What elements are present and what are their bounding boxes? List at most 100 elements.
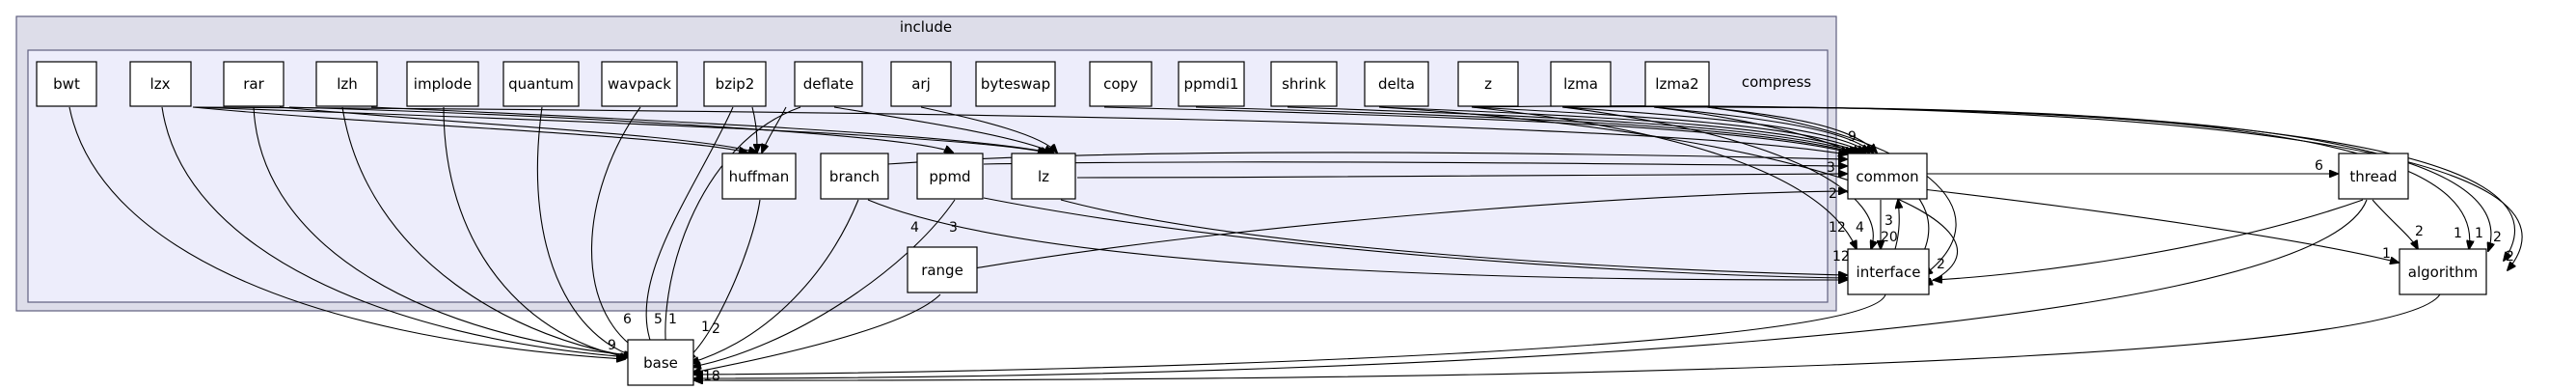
edge-label-base-in-f: 9 [608,338,616,353]
node-delta[interactable]: delta [1364,61,1429,107]
node-wavpack[interactable]: wavpack [601,61,678,107]
edge-label-base-in-d: 1 [701,320,710,335]
node-range[interactable]: range [907,246,978,293]
edge-label-ppmd-range: 3 [949,220,958,236]
edge-label-algo-in-d: 2 [2506,249,2514,265]
node-bzip2[interactable]: bzip2 [703,61,767,107]
edge-lzx-huffman [192,106,747,153]
node-z[interactable]: z [1457,61,1519,107]
node-rar[interactable]: rar [223,61,285,107]
node-copy[interactable]: copy [1089,61,1152,107]
edge-many-common-f [1471,106,1865,153]
node-bwt[interactable]: bwt [36,61,97,107]
node-arj[interactable]: arj [890,61,952,107]
svg-text:lzma: lzma [1563,75,1598,93]
edge-lzh-lz [370,106,1049,153]
node-lzh[interactable]: lzh [315,61,378,107]
edge-labels: 4 3 3 6 3 20 9 12 2 4 12 2 2 1 1 1 2 2 6… [608,129,2514,384]
node-lzx[interactable]: lzx [129,61,192,107]
edge-branch-interface [867,199,1847,280]
svg-text:thread: thread [2349,168,2397,185]
node-algorithm[interactable]: algorithm [2399,248,2487,295]
edges [68,105,2523,380]
node-ppmdi1[interactable]: ppmdi1 [1178,61,1245,107]
node-byteswap[interactable]: byteswap [975,61,1056,107]
edge-many-interface-d [1706,106,1957,275]
svg-text:branch: branch [829,168,880,185]
node-quantum[interactable]: quantum [502,61,580,107]
edge-bwt-base [68,106,625,359]
edge-many-common-h [1653,106,1873,153]
edge-common-algorithm [1913,187,2399,263]
edge-lzh-base [341,106,638,357]
node-lzma2[interactable]: lzma2 [1644,61,1710,107]
svg-text:quantum: quantum [508,75,574,93]
edge-interface-common [1895,200,1899,250]
edge-label-base-in-g: 18 [703,369,720,384]
node-huffman[interactable]: huffman [721,153,797,200]
svg-text:arj: arj [911,75,931,93]
node-lz[interactable]: lz [1011,153,1076,200]
edge-interface-base [694,293,1886,375]
edge-branch-base [691,199,859,363]
svg-text:interface: interface [1857,264,1921,281]
edge-lz-common [1076,174,1847,179]
cluster-include-label: include [900,18,952,36]
svg-text:shrink: shrink [1282,75,1326,93]
edge-lz-interface [1060,199,1847,275]
node-common[interactable]: common [1847,153,1928,200]
edge-implode-base [443,106,641,359]
edge-label-common-interface: 3 [1885,213,1893,229]
edge-many-common-b [1103,106,1850,153]
svg-text:bwt: bwt [53,75,80,93]
svg-text:delta: delta [1378,75,1415,93]
svg-text:bzip2: bzip2 [716,75,755,93]
svg-text:lzx: lzx [150,75,171,93]
edge-rar-base [253,106,633,355]
node-ppmd[interactable]: ppmd [916,153,984,200]
edge-wavpack-base [591,106,651,357]
svg-text:lzh: lzh [337,75,358,93]
edge-label-common-algorithm: 1 [2382,246,2391,262]
edge-huffman-base [687,199,761,359]
node-lzma[interactable]: lzma [1550,61,1612,107]
edge-label-algo-in-a: 1 [2454,226,2462,241]
node-deflate[interactable]: deflate [794,61,863,107]
edge-label-base-in-c: 1 [668,312,677,327]
edge-label-base-in-e: 2 [712,321,720,337]
node-interface[interactable]: interface [1847,248,1930,295]
svg-text:wavpack: wavpack [608,75,671,93]
edge-label-base-in-a: 6 [623,312,632,327]
edge-label-branch-range: 4 [910,220,919,236]
edge-label-thread-algorithm: 2 [2415,224,2424,239]
edge-lzx-base [161,106,629,357]
svg-text:implode: implode [414,75,472,93]
svg-text:ppmdi1: ppmdi1 [1184,75,1239,93]
node-branch[interactable]: branch [820,153,889,200]
edge-label-base-in-b: 5 [654,312,663,327]
edge-ppmd-base [692,199,956,367]
svg-text:range: range [921,262,963,279]
edge-label-interface-in-c: 2 [1937,257,1945,272]
edge-label-in-common-b: 12 [1829,220,1846,236]
svg-text:base: base [643,354,678,372]
svg-text:lzma2: lzma2 [1655,75,1698,93]
edge-many-common-g [1561,106,1869,153]
svg-text:rar: rar [243,75,264,93]
edge-algorithm-base [694,293,2441,380]
edge-deflate-huffman [762,106,787,153]
edge-label-in-common-c: 2 [1829,186,1837,202]
edge-ppmd-interface [983,197,1847,278]
edge-label-algo-in-c: 2 [2493,230,2502,245]
svg-text:deflate: deflate [803,75,854,93]
node-shrink[interactable]: shrink [1270,61,1338,107]
edge-many-common-c [1195,106,1854,153]
node-implode[interactable]: implode [406,61,479,107]
svg-text:ppmd: ppmd [929,168,970,185]
edge-deflate-lz [833,106,1053,153]
edge-thread-interface [1934,199,2364,280]
svg-text:z: z [1484,75,1492,93]
node-base[interactable]: base [627,339,694,386]
node-thread[interactable]: thread [2338,153,2409,200]
